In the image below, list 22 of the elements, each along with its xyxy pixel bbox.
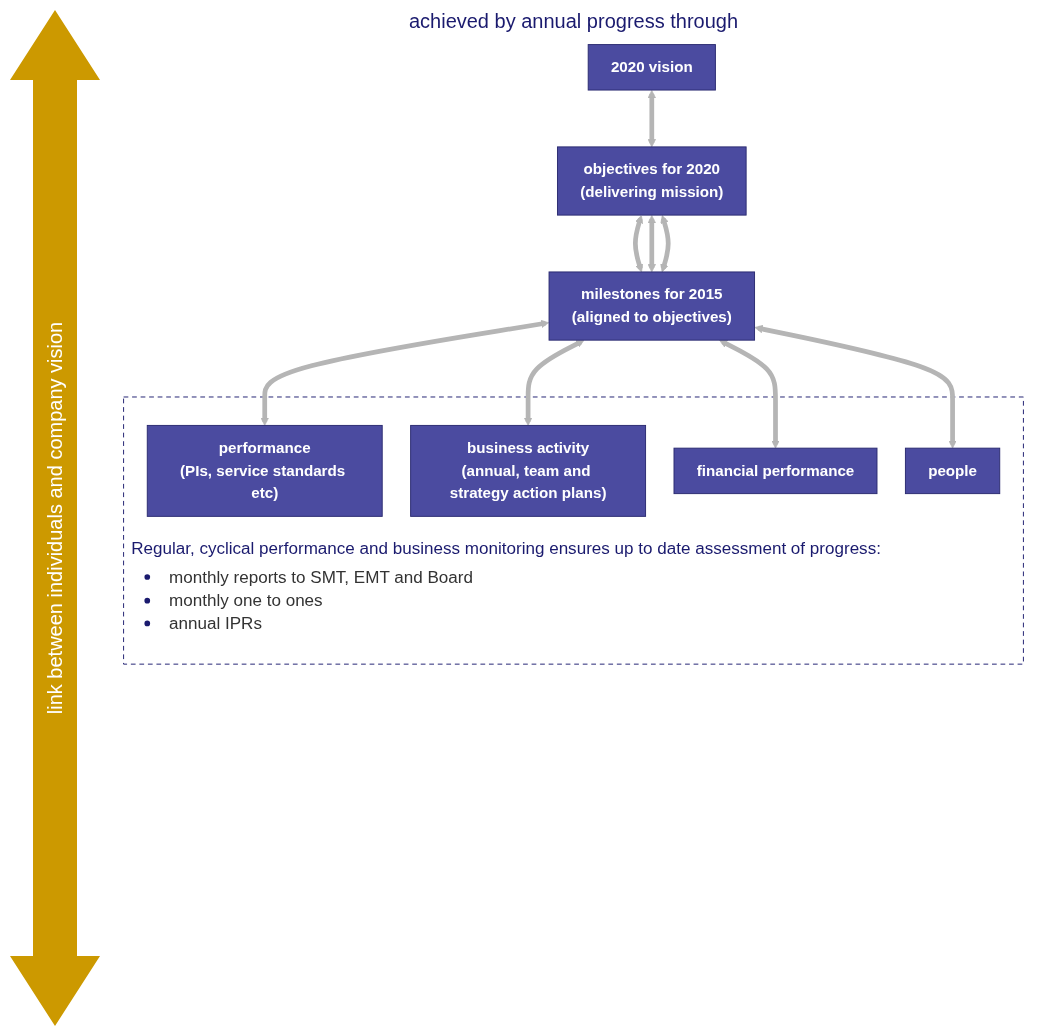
arrow	[719, 339, 780, 449]
node-box: objectives for 2020 (delivering mission)	[557, 146, 747, 216]
arrow	[754, 324, 957, 449]
node-box: financial performance	[673, 447, 878, 495]
list-item-text: monthly one to ones	[169, 589, 323, 612]
node-box: milestones for 2015 (aligned to objectives)	[548, 271, 756, 341]
arrow	[633, 215, 644, 273]
list-item-text: monthly reports to SMT, EMT and Board	[169, 566, 473, 589]
node-box: performance (PIs, service standards etc)	[146, 424, 383, 517]
cluster	[123, 396, 1024, 665]
arrow	[647, 215, 656, 273]
list-item-text: annual IPRs	[169, 612, 262, 635]
node-box: business activity (annual, team and strategy action plans)	[410, 424, 647, 517]
arrow-label: link between individuals and company vision	[43, 321, 67, 715]
monitoring-note: Regular, cyclical performance and business monitoring ensures up to date assessment of progress:	[131, 538, 882, 561]
arrow	[647, 90, 656, 148]
arrow	[660, 215, 671, 273]
note-text: achieved by annual progress through	[408, 10, 739, 33]
node-box: 2020 vision	[587, 44, 716, 91]
node-box: people	[904, 447, 1001, 495]
arrow	[260, 319, 550, 426]
arrow	[523, 339, 585, 426]
